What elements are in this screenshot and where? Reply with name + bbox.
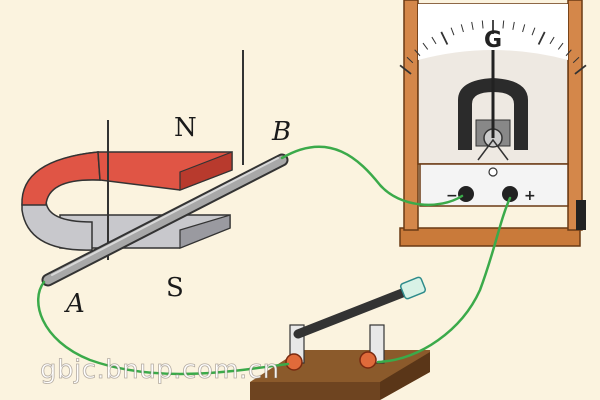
magnet-north-face <box>179 151 233 191</box>
scale-tick <box>471 21 474 30</box>
scale-tick <box>549 36 555 45</box>
switch-base-side <box>380 352 430 400</box>
scale-tick <box>431 36 437 45</box>
scale-tick <box>440 31 449 45</box>
label-south: S <box>166 273 184 303</box>
magnet-bend-red <box>21 151 101 206</box>
galvanometer-spring <box>477 138 509 161</box>
scale-tick <box>565 49 572 57</box>
terminal-minus-knob[interactable] <box>458 186 474 202</box>
switch-terminal-left[interactable] <box>285 353 303 371</box>
wires <box>36 145 512 376</box>
scale-tick <box>406 56 414 64</box>
scale-tick <box>512 21 515 30</box>
switch-blade[interactable] <box>293 285 415 339</box>
galvanometer: G − + <box>399 0 587 247</box>
galvanometer-base <box>399 227 581 247</box>
scale-tick <box>481 20 484 29</box>
label-north: N <box>174 113 197 143</box>
scale-tick <box>450 27 455 36</box>
terminal-plus-knob[interactable] <box>502 186 518 202</box>
horseshoe-magnet: N S <box>21 50 244 303</box>
watermark-text: gbjc.bnup.com.cn <box>40 355 280 385</box>
terminal-plus-label: + <box>524 188 536 204</box>
rod-body[interactable] <box>43 155 287 285</box>
switch-terminal-right[interactable] <box>359 351 377 369</box>
terminal-minus-label: − <box>446 188 458 204</box>
scale-tick <box>399 64 412 75</box>
galvanometer-label: G <box>484 28 502 53</box>
wire-plus-to-switch <box>376 196 512 364</box>
scale-tick <box>414 49 421 57</box>
label-point-a: A <box>64 289 85 319</box>
scale-tick <box>502 20 505 29</box>
switch-base-front <box>250 382 380 400</box>
magnet-south-face <box>179 214 231 249</box>
terminal-screw <box>488 167 498 177</box>
galvanometer-side-clip <box>576 200 586 230</box>
scale-tick <box>460 24 464 33</box>
conductor-rod: A B <box>41 117 291 319</box>
wire-b-to-minus <box>280 145 464 207</box>
scale-tick <box>531 27 536 36</box>
label-point-b: B <box>271 117 291 147</box>
galvanometer-left-post <box>403 0 419 231</box>
galvanometer-magnet <box>458 78 528 150</box>
rod-highlight <box>51 157 279 276</box>
scale-tick <box>574 64 587 75</box>
scale-tick <box>572 56 580 64</box>
scale-tick <box>537 31 546 45</box>
scale-tick <box>422 42 429 50</box>
switch-handle[interactable] <box>399 276 427 300</box>
galvanometer-right-post <box>567 0 583 231</box>
galvanometer-scale <box>399 20 587 75</box>
scale-tick <box>522 24 526 33</box>
wire-a-to-switch <box>36 280 290 376</box>
scale-tick <box>557 42 564 50</box>
